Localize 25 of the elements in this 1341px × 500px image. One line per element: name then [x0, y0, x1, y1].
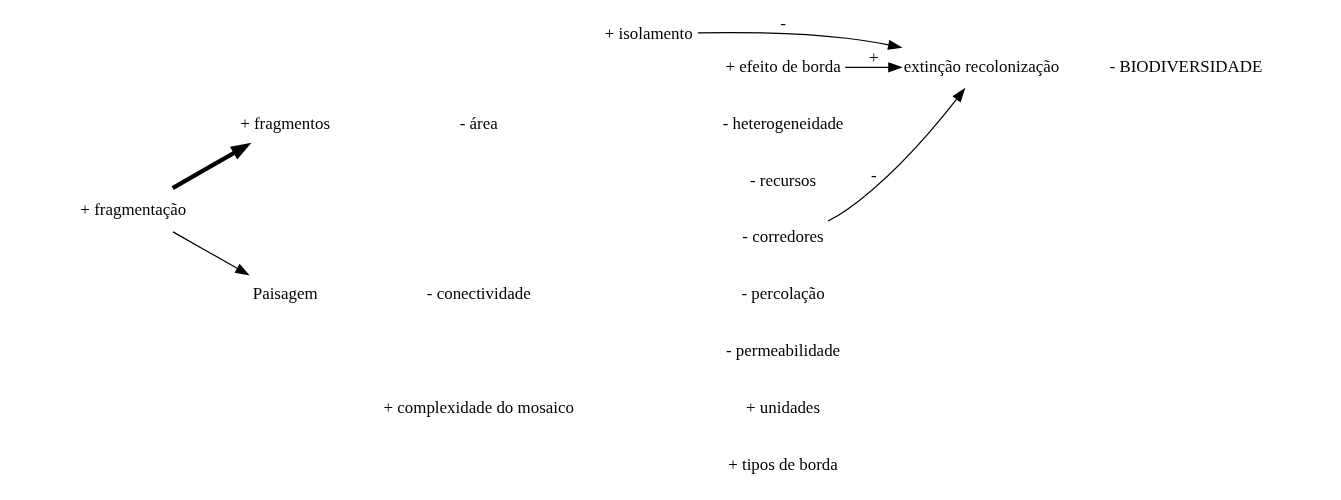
arrow: [172, 231, 250, 276]
node-text: + efeito de borda: [725, 56, 841, 76]
edge-label: -: [780, 13, 786, 33]
edge-label: -: [870, 166, 877, 186]
label: - conectividade: [426, 284, 531, 304]
arrow: [827, 87, 966, 222]
label: - BIODIVERSIDADE: [1109, 56, 1263, 76]
arrow: [171, 142, 252, 190]
node-text: + isolamento: [604, 24, 693, 44]
node-text: + fragmentação: [80, 199, 187, 219]
node-text: - corredores: [742, 227, 824, 247]
label: + tipos de borda: [728, 454, 838, 474]
label: - percolação: [741, 284, 825, 304]
arrow: [697, 32, 903, 50]
node-text: + fragmentos: [240, 113, 331, 133]
label: + unidades: [746, 397, 820, 417]
node-text: extinção recolonização: [903, 56, 1060, 76]
label: - permeabilidade: [725, 341, 841, 361]
label: - heterogeneidade: [722, 113, 844, 133]
label: - área: [459, 113, 498, 133]
node-text: Paisagem: [252, 284, 318, 304]
arrow: [844, 62, 903, 73]
edge-label: +: [868, 47, 879, 67]
label: - recursos: [749, 170, 817, 190]
label: + complexidade do mosaico: [383, 397, 574, 417]
